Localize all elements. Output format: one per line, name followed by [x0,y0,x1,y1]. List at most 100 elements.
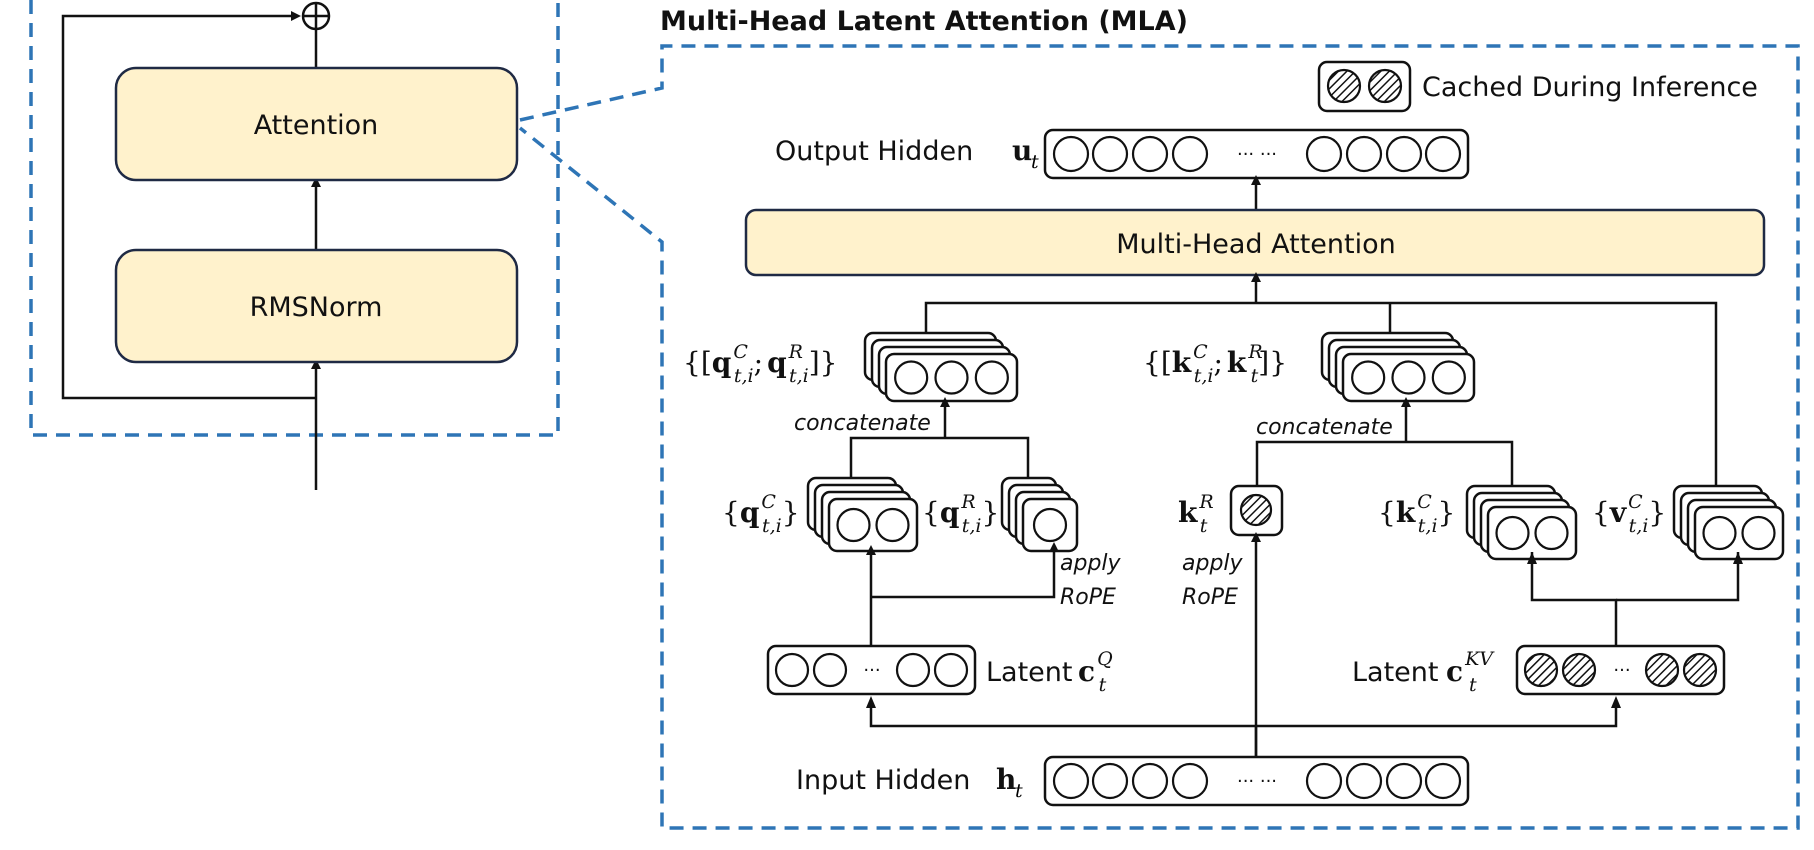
rmsnorm-label: RMSNorm [250,292,383,323]
input-hidden-label: Input Hidden [796,765,970,796]
svg-text:{[kCt,i;kRt]}: {[kCt,i;kRt]} [1143,341,1287,387]
cached-legend-label: Cached During Inference [1422,72,1758,103]
mla-dashed-border [518,44,1800,830]
k-r-box [1229,484,1284,537]
vector-node [1091,135,1129,173]
k-rope-label: RoPE [1182,585,1238,610]
vector-node [1032,507,1068,543]
input-to-latent-q-line [869,706,1258,760]
cached-node [1682,652,1718,688]
multi-head-attention-block[interactable]: Multi-Head Attention [744,208,1766,277]
vector-node [1131,135,1169,173]
latent-kv-arrowhead [1611,696,1621,708]
vector-node [1431,360,1466,395]
vector-node [1385,762,1423,800]
vc-arrowhead [1733,552,1743,564]
vector-node [1305,135,1343,173]
svg-text:{[qCt,i;qRt,i]}: {[qCt,i;qRt,i]} [683,341,837,387]
vector-node [1741,515,1776,551]
k-concatenate-label: concatenate [1256,415,1393,440]
vector-node [1424,135,1462,173]
vector-node [1171,135,1209,173]
vector-node [1495,515,1530,551]
v-c-stack [1672,484,1785,561]
vector-node [1385,135,1423,173]
cached-node [1523,652,1559,688]
multi-head-attention-label: Multi-Head Attention [1116,229,1396,260]
vector-node [933,652,969,688]
input-to-latent-kv-line [1256,706,1618,728]
q-concat-stack [863,331,1019,403]
input-hidden: Input Hidden h t ··· ··· [796,755,1470,807]
latent-kv-label: Latent [1352,657,1438,688]
attention-label: Attention [254,110,379,141]
latent-q-label: Latent [986,657,1072,688]
vector-node [1305,762,1343,800]
vector-node [812,652,848,688]
vector-node [875,507,910,543]
cached-node [1561,652,1597,688]
rmsnorm-block[interactable]: RMSNorm [114,248,519,364]
vector-node [974,360,1009,395]
output-hidden: Output Hidden u t ··· ··· [775,128,1470,180]
vector-node [836,507,871,543]
q-concat-fork [849,436,1030,478]
k-c-stack [1465,484,1578,561]
input-hidden-subscript: t [1015,780,1023,802]
k-apply-label: apply [1182,551,1244,576]
output-hidden-symbol: u [1012,134,1032,167]
latent-q-ellipsis: ··· [863,660,880,681]
vector-node [1345,762,1383,800]
output-hidden-label: Output Hidden [775,136,973,167]
vector-node [1345,135,1383,173]
kc-arrowhead [1527,552,1537,564]
k-concat-fork [1255,440,1514,486]
vector-node [1052,135,1090,173]
vector-node [1702,515,1737,551]
vector-node [894,360,929,395]
k-concat-stack [1320,331,1476,403]
cached-legend: Cached During Inference [1317,60,1758,113]
latent-kv-ellipsis: ··· [1613,660,1630,681]
cached-node [1644,652,1680,688]
input-hidden-ellipsis: ··· ··· [1237,771,1277,792]
output-hidden-subscript: t [1031,151,1039,173]
vector-node [1351,360,1386,395]
hatched-circle-icon [1326,68,1362,104]
qr-arrowhead [1049,542,1059,552]
left-block-dashed-border [29,0,560,437]
transformer-block: Attention RMSNorm [29,0,560,490]
vector-node [1131,762,1169,800]
q-rope-label: RoPE [1060,585,1116,610]
attention-block[interactable]: Attention [114,66,519,182]
mla-title: Multi-Head Latent Attention (MLA) [660,6,1188,37]
residual-connection [61,11,316,400]
latent-kv-to-kc-line [1530,552,1618,646]
q-concatenate-label: concatenate [794,411,931,436]
vector-node [895,652,931,688]
vector-node [774,652,810,688]
vector-node [1171,762,1209,800]
q-c-stack [806,476,919,553]
vector-node [1091,762,1129,800]
latent-q-to-qr-line [871,552,1056,599]
q-apply-label: apply [1060,551,1122,576]
vector-node [1391,360,1426,395]
vector-node [1424,762,1462,800]
q-r-stack [1000,476,1079,553]
hatched-circle-icon [1367,68,1403,104]
vector-node [1052,762,1090,800]
residual-add-node [301,1,331,31]
qkv-bus-line [924,301,1718,486]
